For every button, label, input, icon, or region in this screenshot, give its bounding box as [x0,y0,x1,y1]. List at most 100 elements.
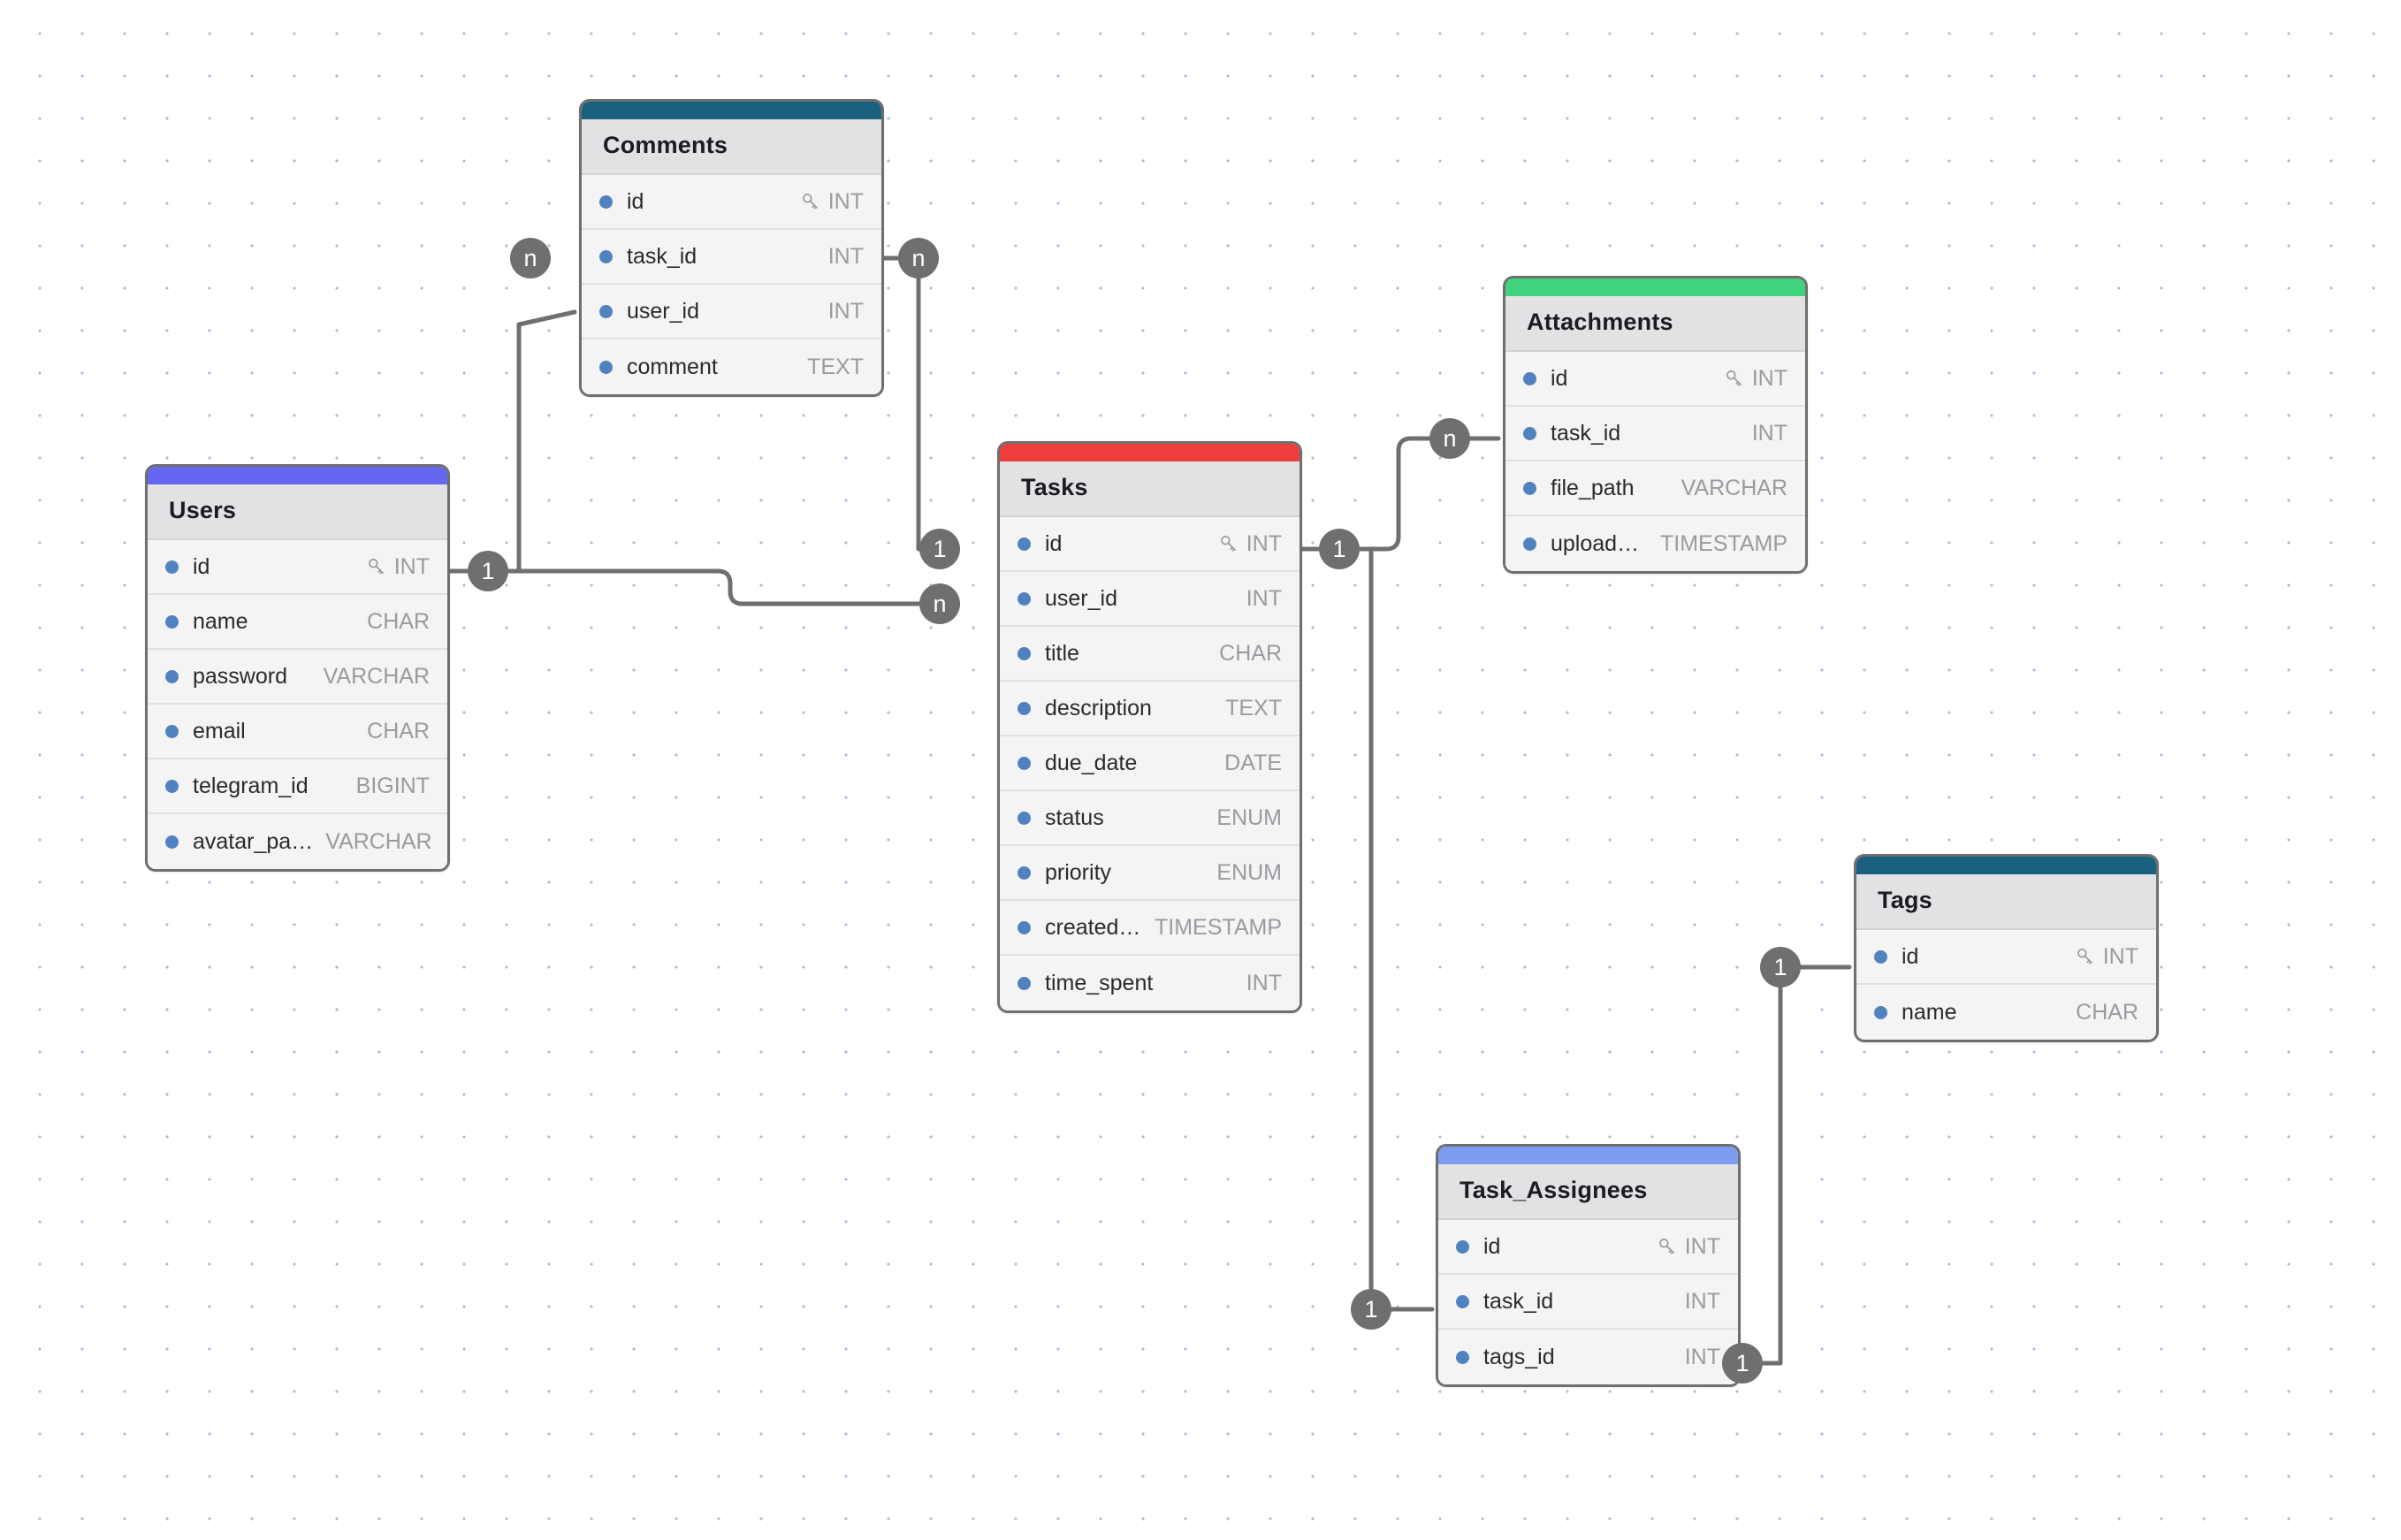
field-type: CHAR [1219,640,1282,666]
field-type: INT [827,188,864,214]
table-title: Tags [1878,887,1932,913]
field-name: upload… [1551,530,1640,556]
field-bullet-icon [165,779,179,793]
table-field-row[interactable]: due_date DATE [1000,736,1300,791]
cardinality-badge: 1 [1319,529,1360,569]
table-accent-bar [1438,1147,1738,1164]
field-name: avatar_pa… [193,828,314,854]
cardinality-badge: n [1429,418,1470,459]
field-type: TEXT [1225,695,1282,720]
table-field-row[interactable]: avatar_pa… VARCHAR [148,814,447,869]
table-field-row[interactable]: id INT [1000,517,1300,572]
table-field-row[interactable]: comment TEXT [582,339,881,394]
field-name: comment [627,354,718,379]
field-bullet-icon [1523,481,1536,495]
field-name: email [193,718,246,743]
field-bullet-icon [1456,1239,1469,1254]
field-type: CHAR [367,718,430,743]
primary-key-icon [800,191,821,212]
field-bullet-icon [1018,811,1031,825]
table-field-row[interactable]: created…TIMESTAMP [1000,901,1300,956]
field-type: DATE [1224,750,1282,775]
field-name: due_date [1045,750,1138,775]
field-type: INT [1246,530,1282,556]
cardinality-badge: 1 [1722,1343,1763,1384]
field-bullet-icon [165,835,179,849]
field-bullet-icon [599,304,613,318]
field-name: tags_id [1483,1344,1555,1369]
field-type: BIGINT [355,773,430,798]
table-field-row[interactable]: task_id INT [1438,1275,1738,1330]
cardinality-badge: 1 [1760,947,1801,987]
field-bullet-icon [1018,591,1031,606]
field-name: status [1045,804,1104,830]
primary-key-icon [1657,1236,1678,1257]
table-field-row[interactable]: id INT [582,175,881,230]
cardinality-badge: 1 [1351,1289,1391,1330]
primary-key-icon [1218,533,1239,554]
table-accent-bar [1000,444,1300,461]
table-field-row[interactable]: upload… TIMESTAMP [1505,516,1805,571]
field-name: priority [1045,859,1112,885]
table-field-row[interactable]: email CHAR [148,705,447,759]
field-bullet-icon [1523,371,1536,385]
field-type: INT [827,243,864,269]
field-bullet-icon [165,724,179,738]
field-type: INT [1684,1344,1720,1369]
field-name: file_path [1551,475,1635,500]
field-bullet-icon [1018,756,1031,770]
field-type: INT [393,553,430,579]
table-title: Tasks [1021,474,1088,500]
table-field-row[interactable]: title CHAR [1000,627,1300,682]
table-field-row[interactable]: tags_id INT [1438,1330,1738,1384]
field-name: id [1045,530,1063,556]
wire-tags-assignees [1740,964,1852,1366]
field-name: user_id [627,298,699,324]
field-type: INT [827,298,864,324]
field-bullet-icon [1018,920,1031,934]
field-type: TIMESTAMP [1155,914,1282,940]
field-name: telegram_id [193,773,309,798]
field-type: TEXT [807,354,864,379]
field-bullet-icon [1018,537,1031,551]
field-name: task_id [1483,1288,1554,1314]
table-field-row[interactable]: user_id INT [582,285,881,339]
field-type: INT [1246,585,1282,611]
field-bullet-icon [599,194,613,209]
primary-key-icon [2075,946,2096,967]
field-type: ENUM [1216,859,1282,885]
field-type: TIMESTAMP [1660,530,1787,556]
cardinality-badge: n [510,238,551,278]
field-bullet-icon [165,669,179,683]
field-type: INT [1684,1288,1720,1314]
table-field-row[interactable]: priority ENUM [1000,846,1300,901]
field-type: VARCHAR [325,828,432,854]
field-name: name [193,608,248,634]
field-name: id [627,188,644,214]
field-name: title [1045,640,1079,666]
table-field-row[interactable]: telegram_id BIGINT [148,759,447,814]
table-accent-bar [1856,857,2156,874]
table-title: Task_Assignees [1460,1177,1648,1203]
